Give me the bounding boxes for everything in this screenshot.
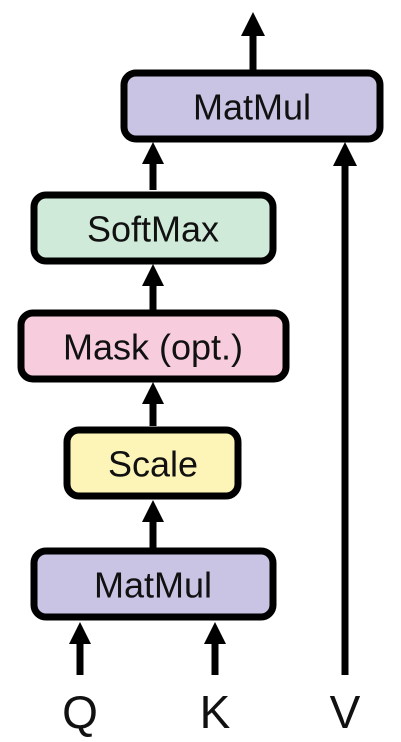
softmax-to-matmul-arrowhead bbox=[142, 142, 164, 164]
block-scale-box bbox=[63, 426, 242, 500]
block-softmax-label: SoftMax bbox=[87, 209, 219, 250]
block-matmul-top-box bbox=[120, 69, 384, 143]
block-mask: Mask (opt.) bbox=[17, 309, 290, 383]
input-v-label: V bbox=[330, 686, 361, 738]
block-mask-label: Mask (opt.) bbox=[63, 327, 243, 368]
block-matmul-top: MatMul bbox=[120, 69, 384, 143]
block-softmax-box bbox=[30, 191, 277, 265]
block-matmul-bottom-label: MatMul bbox=[94, 565, 212, 606]
block-mask-box bbox=[17, 309, 290, 383]
scale-to-mask-arrowhead bbox=[142, 382, 164, 404]
block-matmul-top-label: MatMul bbox=[193, 87, 311, 128]
block-scale-label: Scale bbox=[108, 444, 198, 485]
input-q-label: Q bbox=[62, 686, 98, 738]
connectors bbox=[69, 12, 357, 675]
matmul-to-scale-arrowhead bbox=[142, 500, 164, 522]
k-arrowhead bbox=[204, 622, 226, 644]
mask-to-softmax-arrowhead bbox=[142, 264, 164, 286]
block-matmul-bottom: MatMul bbox=[30, 547, 277, 621]
block-softmax: SoftMax bbox=[30, 191, 277, 265]
input-k-label: K bbox=[200, 686, 231, 738]
v-arrowhead bbox=[333, 142, 357, 166]
q-arrowhead bbox=[69, 622, 91, 644]
output-arrowhead bbox=[241, 12, 265, 36]
block-scale: Scale bbox=[63, 426, 242, 500]
block-matmul-bottom-box bbox=[30, 547, 277, 621]
